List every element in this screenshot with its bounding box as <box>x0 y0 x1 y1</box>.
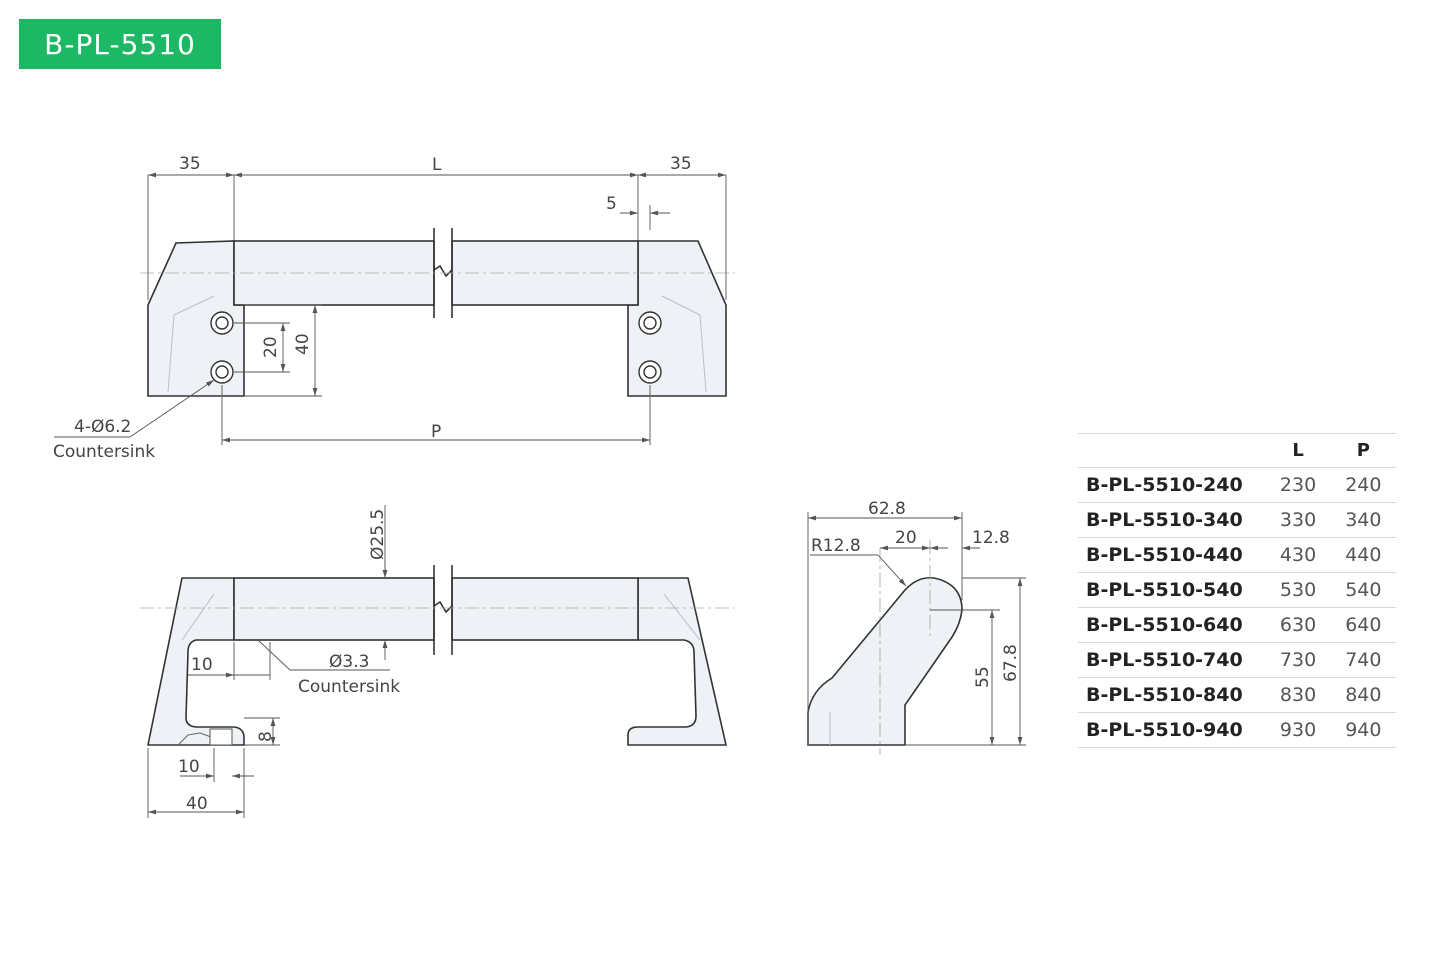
table-row: B-PL-5510-340 330 340 <box>1078 502 1396 538</box>
top-view <box>147 565 728 746</box>
dim-height-40: 40 <box>293 333 313 355</box>
hole-callout-note: Countersink <box>53 442 155 462</box>
cell-L: 530 <box>1265 572 1331 608</box>
spec-table-header: L P <box>1078 433 1396 468</box>
dim-center-20: 20 <box>895 528 917 548</box>
cell-model: B-PL-5510-740 <box>1078 642 1266 678</box>
dim-height-67-8: 67.8 <box>1001 644 1021 682</box>
dim-foot-width-40: 40 <box>186 794 208 814</box>
table-row: B-PL-5510-440 430 440 <box>1078 537 1396 573</box>
cell-L: 930 <box>1265 712 1331 748</box>
table-row: B-PL-5510-740 730 740 <box>1078 642 1396 678</box>
cell-P: 540 <box>1330 572 1396 608</box>
side-dimension-lines <box>807 512 1026 755</box>
table-row: B-PL-5510-640 630 640 <box>1078 607 1396 643</box>
dim-height-55: 55 <box>973 666 993 688</box>
cell-model: B-PL-5510-240 <box>1078 467 1266 503</box>
front-dimension-lines <box>54 172 727 445</box>
product-code-badge: B-PL-5510 <box>19 19 221 69</box>
cell-model: B-PL-5510-940 <box>1078 712 1266 748</box>
dim-length-L: L <box>432 155 442 175</box>
dim-tip-12-8: 12.8 <box>972 528 1010 548</box>
cell-L: 430 <box>1265 537 1331 573</box>
cell-P: 340 <box>1330 502 1396 538</box>
cell-L: 330 <box>1265 502 1331 538</box>
dim-radius-12-8: R12.8 <box>811 536 861 556</box>
hole-callout-size: 4-Ø6.2 <box>74 417 131 437</box>
cell-L: 830 <box>1265 677 1331 713</box>
dim-foot-offset-10: 10 <box>178 757 200 777</box>
header-P: P <box>1330 433 1396 468</box>
dim-foot-height-8: 8 <box>256 731 276 742</box>
cell-P: 940 <box>1330 712 1396 748</box>
cell-L: 230 <box>1265 467 1331 503</box>
cell-L: 730 <box>1265 642 1331 678</box>
dim-offset-5: 5 <box>606 194 617 214</box>
screw-hole-callout-size: Ø3.3 <box>329 652 369 672</box>
cell-model: B-PL-5510-540 <box>1078 572 1266 608</box>
dim-left-35: 35 <box>179 154 201 174</box>
cell-P: 840 <box>1330 677 1396 713</box>
dim-hole-spacing-20: 20 <box>261 336 281 358</box>
table-row: B-PL-5510-540 530 540 <box>1078 572 1396 608</box>
dim-right-35: 35 <box>670 154 692 174</box>
dim-width-62-8: 62.8 <box>868 499 906 519</box>
cell-P: 740 <box>1330 642 1396 678</box>
header-model <box>1078 433 1266 468</box>
mounting-holes <box>210 311 662 384</box>
dim-inner-10: 10 <box>191 655 213 675</box>
table-row: B-PL-5510-840 830 840 <box>1078 677 1396 713</box>
cell-P: 440 <box>1330 537 1396 573</box>
side-view <box>807 576 963 746</box>
top-dimension-lines <box>147 505 390 818</box>
header-L: L <box>1265 433 1331 468</box>
cell-P: 240 <box>1330 467 1396 503</box>
screw-hole-callout-note: Countersink <box>298 677 400 697</box>
cell-model: B-PL-5510-840 <box>1078 677 1266 713</box>
spec-table: L P B-PL-5510-240 230 240 B-PL-5510-340 … <box>1078 433 1396 748</box>
dim-diameter-25-5: Ø25.5 <box>368 509 388 560</box>
table-row: B-PL-5510-940 930 940 <box>1078 712 1396 748</box>
cell-model: B-PL-5510-640 <box>1078 607 1266 643</box>
cell-P: 640 <box>1330 607 1396 643</box>
cell-L: 630 <box>1265 607 1331 643</box>
table-row: B-PL-5510-240 230 240 <box>1078 467 1396 503</box>
cell-model: B-PL-5510-340 <box>1078 502 1266 538</box>
cell-model: B-PL-5510-440 <box>1078 537 1266 573</box>
dim-pitch-P: P <box>431 422 441 442</box>
